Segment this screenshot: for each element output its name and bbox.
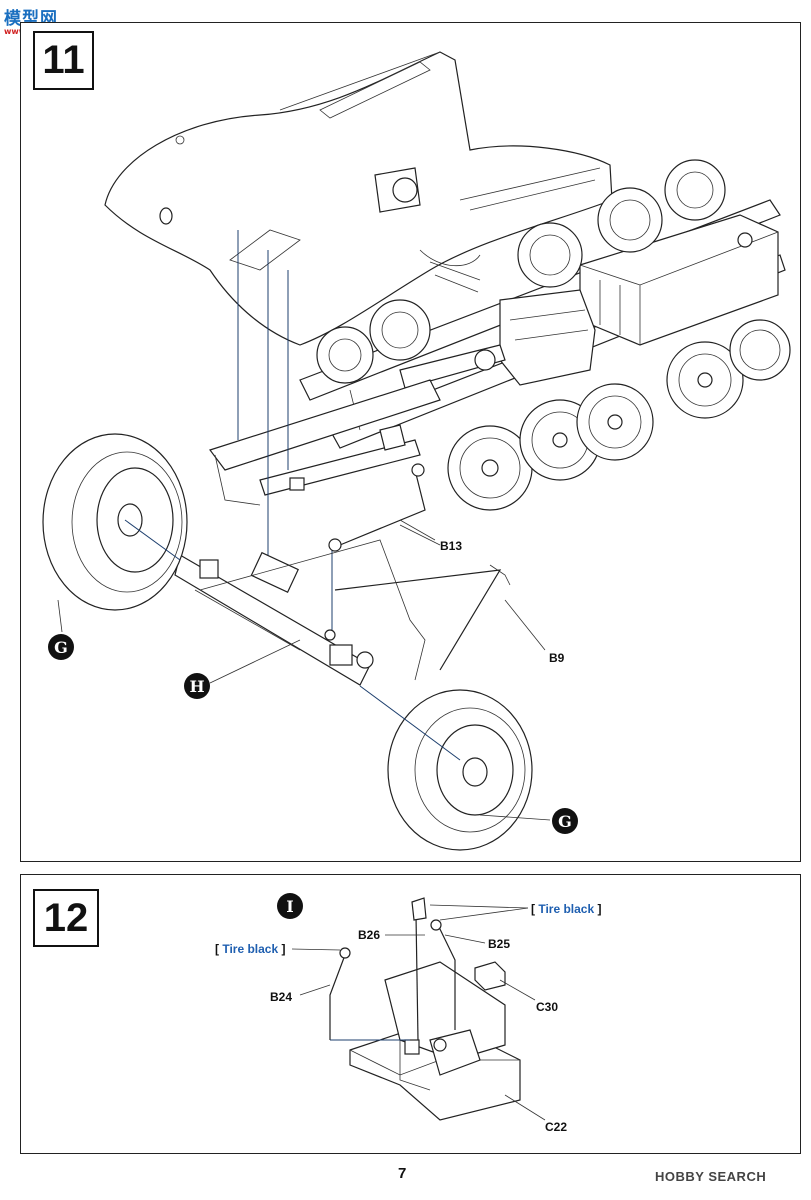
subassembly-h: H (184, 673, 210, 699)
subassembly-g-right: G (552, 808, 578, 834)
subassembly-i: I (277, 893, 303, 919)
part-b24-lever (329, 954, 346, 1040)
front-fender (104, 51, 613, 346)
part-b26-lever (415, 914, 419, 1041)
label-b13: B13 (440, 539, 463, 553)
paint-note-top: [ Tire black ] (531, 902, 602, 916)
label-b9: B9 (549, 651, 565, 665)
left-wheel (42, 433, 188, 611)
front-axle-assembly (174, 551, 374, 686)
label-c22: C22 (545, 1120, 568, 1134)
step-12-number: 12 (33, 889, 99, 947)
page-number: 7 (398, 1165, 407, 1182)
hobby-search-watermark: HOBBY SEARCH (655, 1169, 767, 1184)
part-b25-lever (437, 924, 456, 1030)
label-b25: B25 (488, 937, 511, 951)
label-c30: C30 (536, 1000, 559, 1014)
part-c30-block (474, 961, 506, 991)
part-b13-rod (339, 469, 426, 546)
right-wheel (387, 689, 533, 851)
label-b24: B24 (270, 990, 293, 1004)
step-11-number: 11 (33, 31, 94, 90)
paint-note-left: [ Tire black ] (215, 942, 286, 956)
engine (499, 289, 596, 386)
step-12-illustration (291, 897, 546, 1121)
road-wheels (316, 159, 791, 511)
part-b9-tierod (334, 569, 502, 671)
subassembly-g-left: G (48, 634, 74, 660)
label-b26: B26 (358, 928, 381, 942)
